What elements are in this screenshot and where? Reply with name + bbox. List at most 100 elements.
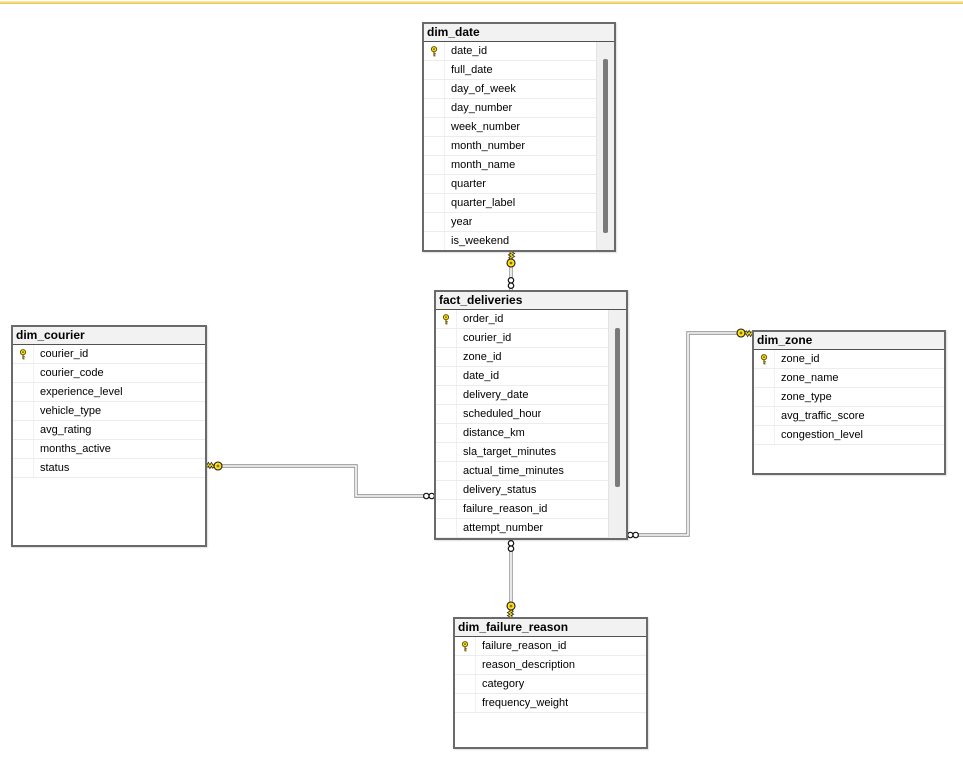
column-name: courier_id bbox=[463, 332, 512, 344]
icon-cell-empty bbox=[436, 462, 457, 480]
table-title[interactable]: dim_courier bbox=[13, 327, 205, 345]
column-row-delivery_status[interactable]: delivery_status bbox=[436, 481, 608, 500]
icon-cell-empty bbox=[424, 118, 445, 136]
key-one-side-icon bbox=[205, 461, 223, 471]
column-name: courier_id bbox=[40, 348, 89, 360]
icon-cell-empty bbox=[436, 519, 457, 537]
column-row-attempt_number[interactable]: attempt_number bbox=[436, 519, 608, 538]
vertical-scrollbar[interactable] bbox=[608, 310, 626, 538]
column-row-courier_code[interactable]: courier_code bbox=[13, 364, 205, 383]
column-row-quarter_label[interactable]: quarter_label bbox=[424, 194, 596, 213]
column-row-day_number[interactable]: day_number bbox=[424, 99, 596, 118]
column-name: congestion_level bbox=[781, 429, 863, 441]
column-name: avg_traffic_score bbox=[781, 410, 865, 422]
column-name: scheduled_hour bbox=[463, 408, 542, 420]
vertical-scrollbar[interactable] bbox=[596, 42, 614, 250]
column-row-year[interactable]: year bbox=[424, 213, 596, 232]
column-row-avg_rating[interactable]: avg_rating bbox=[13, 421, 205, 440]
icon-cell-empty bbox=[13, 383, 34, 401]
column-row-zone_id[interactable]: zone_id bbox=[436, 348, 608, 367]
column-row-category[interactable]: category bbox=[455, 675, 646, 694]
column-row-day_of_week[interactable]: day_of_week bbox=[424, 80, 596, 99]
icon-cell-empty bbox=[455, 694, 476, 712]
icon-cell-empty bbox=[424, 156, 445, 174]
column-row-date_id[interactable]: date_id bbox=[436, 367, 608, 386]
column-row-month_name[interactable]: month_name bbox=[424, 156, 596, 175]
column-row-distance_km[interactable]: distance_km bbox=[436, 424, 608, 443]
primary-key-icon-cell bbox=[455, 637, 476, 655]
icon-cell-empty bbox=[424, 175, 445, 193]
column-row-courier_id[interactable]: courier_id bbox=[436, 329, 608, 348]
table-title[interactable]: dim_zone bbox=[754, 332, 944, 350]
column-row-zone_id[interactable]: zone_id bbox=[754, 350, 944, 369]
window-top-accent-bar bbox=[0, 1, 963, 4]
relationship-dim_date-fact_deliveries[interactable] bbox=[506, 250, 516, 290]
key-one-side-icon bbox=[506, 250, 516, 268]
column-row-avg_traffic_score[interactable]: avg_traffic_score bbox=[754, 407, 944, 426]
icon-cell-empty bbox=[424, 61, 445, 79]
column-row-frequency_weight[interactable]: frequency_weight bbox=[455, 694, 646, 713]
column-name: delivery_status bbox=[463, 484, 537, 496]
column-row-delivery_date[interactable]: delivery_date bbox=[436, 386, 608, 405]
column-row-is_weekend[interactable]: is_weekend bbox=[424, 232, 596, 250]
table-dim_date[interactable]: dim_date date_id full_date day_of_week day_n… bbox=[422, 22, 616, 252]
icon-cell-empty bbox=[436, 481, 457, 499]
column-name: zone_id bbox=[781, 353, 820, 365]
table-title[interactable]: dim_failure_reason bbox=[455, 619, 646, 637]
infinity-many-side-icon bbox=[626, 531, 640, 539]
icon-cell-empty bbox=[436, 386, 457, 404]
icon-cell-empty bbox=[455, 675, 476, 693]
column-name: status bbox=[40, 462, 70, 474]
column-row-failure_reason_id[interactable]: failure_reason_id bbox=[455, 637, 646, 656]
key-icon bbox=[430, 45, 438, 56]
column-row-reason_description[interactable]: reason_description bbox=[455, 656, 646, 675]
column-row-scheduled_hour[interactable]: scheduled_hour bbox=[436, 405, 608, 424]
column-name: date_id bbox=[451, 45, 488, 57]
column-row-months_active[interactable]: months_active bbox=[13, 440, 205, 459]
column-name: quarter bbox=[451, 178, 486, 190]
column-name: full_date bbox=[451, 64, 493, 76]
icon-cell-empty bbox=[436, 443, 457, 461]
scrollbar-thumb[interactable] bbox=[603, 59, 608, 233]
column-row-month_number[interactable]: month_number bbox=[424, 137, 596, 156]
column-row-date_id[interactable]: date_id bbox=[424, 42, 596, 61]
relationship-dim_courier-fact_deliveries[interactable] bbox=[205, 461, 436, 500]
scrollbar-thumb[interactable] bbox=[615, 328, 620, 487]
column-row-actual_time_minutes[interactable]: actual_time_minutes bbox=[436, 462, 608, 481]
primary-key-icon-cell bbox=[436, 310, 457, 328]
column-name: year bbox=[451, 216, 473, 228]
column-row-vehicle_type[interactable]: vehicle_type bbox=[13, 402, 205, 421]
column-row-full_date[interactable]: full_date bbox=[424, 61, 596, 80]
column-row-failure_reason_id[interactable]: failure_reason_id bbox=[436, 500, 608, 519]
column-row-zone_name[interactable]: zone_name bbox=[754, 369, 944, 388]
column-name: date_id bbox=[463, 370, 500, 382]
icon-cell-empty bbox=[455, 656, 476, 674]
icon-cell-empty bbox=[436, 367, 457, 385]
column-row-zone_type[interactable]: zone_type bbox=[754, 388, 944, 407]
column-row-sla_target_minutes[interactable]: sla_target_minutes bbox=[436, 443, 608, 462]
icon-cell-empty bbox=[424, 80, 445, 98]
table-title[interactable]: dim_date bbox=[424, 24, 614, 42]
relationship-dim_failure_reason-fact_deliveries[interactable] bbox=[506, 539, 516, 619]
icon-cell-empty bbox=[436, 500, 457, 518]
column-name: zone_id bbox=[463, 351, 502, 363]
key-icon bbox=[19, 348, 27, 359]
column-name: day_of_week bbox=[451, 83, 516, 95]
relationship-dim_zone-fact_deliveries[interactable] bbox=[626, 328, 754, 539]
column-row-status[interactable]: status bbox=[13, 459, 205, 478]
icon-cell-empty bbox=[754, 426, 775, 444]
column-row-order_id[interactable]: order_id bbox=[436, 310, 608, 329]
column-row-congestion_level[interactable]: congestion_level bbox=[754, 426, 944, 445]
column-row-week_number[interactable]: week_number bbox=[424, 118, 596, 137]
column-row-quarter[interactable]: quarter bbox=[424, 175, 596, 194]
column-row-experience_level[interactable]: experience_level bbox=[13, 383, 205, 402]
column-row-courier_id[interactable]: courier_id bbox=[13, 345, 205, 364]
table-title[interactable]: fact_deliveries bbox=[436, 292, 626, 310]
column-name: day_number bbox=[451, 102, 513, 114]
